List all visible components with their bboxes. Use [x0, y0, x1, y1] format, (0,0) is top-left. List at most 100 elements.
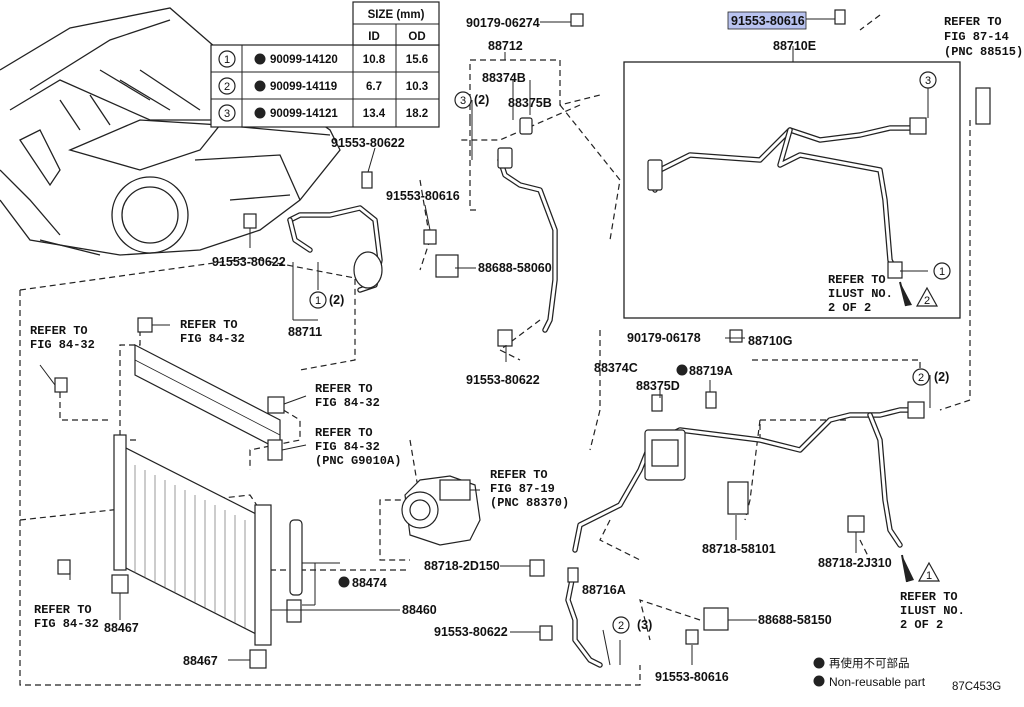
row-id: 6.7 — [366, 81, 382, 93]
refer-line: REFER TO — [490, 468, 548, 482]
refer-fig-84-32-mid[interactable]: REFER TO FIG 84-32 — [315, 382, 380, 410]
refer-line: FIG 84-32 — [180, 332, 245, 346]
part-label-88374B[interactable]: 88374B — [482, 71, 526, 85]
non-reusable-dot-icon — [338, 576, 350, 588]
refer-line: REFER TO — [828, 273, 886, 287]
bushing-icon — [137, 317, 153, 333]
part-label-88719A[interactable]: 88719A — [689, 364, 733, 378]
bushing-icon — [267, 396, 285, 414]
valve-icon — [705, 391, 717, 409]
circle-number: 2 — [918, 372, 924, 384]
size-table-header: SIZE (mm) — [368, 9, 425, 21]
part-label-88467[interactable]: 88467 — [104, 621, 139, 635]
part-label-90179-06178[interactable]: 90179-06178 — [627, 331, 701, 345]
size-table-row: 3 90099-14121 13.4 18.2 — [218, 104, 428, 122]
row-number: 3 — [224, 108, 230, 120]
refer-line: FIG 84-32 — [315, 440, 380, 454]
part-label-88711[interactable]: 88711 — [288, 325, 322, 339]
dashed-group-lines — [19, 14, 971, 686]
qty-label: (2) — [474, 93, 489, 107]
row-od: 18.2 — [406, 108, 428, 120]
part-label-90179-06274[interactable]: 90179-06274 — [466, 16, 540, 30]
row-part-number[interactable]: 90099-14119 — [270, 81, 337, 93]
part-label-88375D[interactable]: 88375D — [636, 379, 680, 393]
part-label-91553-80622[interactable]: 91553-80622 — [466, 373, 540, 387]
row-part-number[interactable]: 90099-14121 — [270, 108, 338, 120]
refer-line: FIG 84-32 — [315, 396, 380, 410]
row-id: 10.8 — [363, 54, 386, 66]
part-label-88710G[interactable]: 88710G — [748, 334, 792, 348]
pipe-88710G[interactable] — [572, 401, 925, 553]
part-label-88718-58101[interactable]: 88718-58101 — [702, 542, 776, 556]
pipe-88712[interactable] — [497, 117, 558, 333]
non-reusable-dot-icon — [254, 53, 266, 65]
qty-label: (2) — [934, 370, 949, 384]
part-labels: 90179-06274 88712 88374B 88375B 91553-80… — [104, 11, 892, 684]
bolt-icon — [834, 9, 846, 25]
part-label-88688-58150[interactable]: 88688-58150 — [758, 613, 832, 627]
size-table-row: 1 90099-14120 10.8 15.6 — [218, 50, 428, 68]
part-label-88718-2J310[interactable]: 88718-2J310 — [818, 556, 892, 570]
refer-line: FIG 87-19 — [490, 482, 555, 496]
refer-fig-87-14[interactable]: REFER TO FIG 87-14 (PNC 88515) — [944, 15, 1023, 59]
leader-lines — [39, 18, 931, 666]
warning-triangle-icon — [917, 561, 941, 582]
non-reusable-dot-icon — [813, 657, 825, 669]
bushing-icon — [111, 574, 129, 594]
part-label-88474[interactable]: 88474 — [352, 576, 387, 590]
refer-fig-84-32-g9010a[interactable]: REFER TO FIG 84-32 (PNC G9010A) — [315, 426, 401, 468]
refer-fig-87-19[interactable]: REFER TO FIG 87-19 (PNC 88370) — [490, 468, 569, 510]
bolt-icon — [685, 629, 699, 645]
clamp-icon — [847, 515, 865, 533]
compressor[interactable] — [401, 475, 481, 546]
pipe-88710E[interactable] — [647, 117, 927, 279]
part-label-91553-80622[interactable]: 91553-80622 — [212, 255, 286, 269]
part-label-88718-2D150[interactable]: 88718-2D150 — [424, 559, 500, 573]
part-label-91553-80616[interactable]: 91553-80616 — [386, 189, 460, 203]
condenser-88460[interactable] — [113, 344, 303, 646]
size-table-col-id: ID — [368, 31, 380, 43]
refer-line: REFER TO — [180, 318, 238, 332]
part-label-88467[interactable]: 88467 — [183, 654, 218, 668]
bolt-icon — [57, 559, 71, 575]
refer-line: REFER TO — [315, 382, 373, 396]
bolt-icon — [570, 13, 584, 27]
bolt-icon — [729, 329, 743, 343]
refer-fig-84-32-left[interactable]: REFER TO FIG 84-32 — [30, 324, 95, 352]
valve-icon — [651, 394, 663, 412]
part-label-88716A[interactable]: 88716A — [582, 583, 626, 597]
refer-line: FIG 87-14 — [944, 30, 1009, 44]
refer-line: REFER TO — [944, 15, 1002, 29]
part-label-91553-80616[interactable]: 91553-80616 — [655, 670, 729, 684]
refer-fig-84-32-top[interactable]: REFER TO FIG 84-32 — [180, 318, 245, 346]
part-label-88712[interactable]: 88712 — [488, 39, 523, 53]
refer-ilust-2of2-upper[interactable]: REFER TO ILUST NO. 2 OF 2 — [828, 273, 893, 315]
part-label-88710E[interactable]: 88710E — [773, 39, 816, 53]
part-label-91553-80622[interactable]: 91553-80622 — [434, 625, 508, 639]
pipe-88716A[interactable] — [565, 577, 603, 668]
refer-line: REFER TO — [315, 426, 373, 440]
bracket-icon — [267, 439, 283, 461]
triangle-number: 1 — [926, 570, 932, 582]
refer-line: REFER TO — [30, 324, 88, 338]
legend: 再使用不可部品 Non-reusable part — [813, 656, 926, 689]
refer-ilust-2of2-lower[interactable]: REFER TO ILUST NO. 2 OF 2 — [900, 590, 965, 632]
refer-fig-84-32-bottom[interactable]: REFER TO FIG 84-32 — [34, 603, 99, 631]
row-part-number[interactable]: 90099-14120 — [270, 54, 338, 66]
part-label-91553-80616-highlighted[interactable]: 91553-80616 — [731, 14, 805, 28]
part-label-88688-58060[interactable]: 88688-58060 — [478, 261, 552, 275]
part-label-88460[interactable]: 88460 — [402, 603, 437, 617]
row-number: 1 — [224, 54, 230, 66]
bolt-icon — [423, 229, 437, 245]
bolt-icon — [361, 171, 373, 189]
part-label-91553-80622[interactable]: 91553-80622 — [331, 136, 405, 150]
part-label-88374C[interactable]: 88374C — [594, 361, 638, 375]
legend-en: Non-reusable part — [829, 675, 926, 689]
part-label-88375B[interactable]: 88375B — [508, 96, 552, 110]
clamp-icon — [727, 481, 749, 515]
circle-number: 1 — [939, 266, 945, 278]
box-88710E — [623, 61, 961, 319]
pipe-88711[interactable] — [287, 205, 383, 293]
refer-line: (PNC 88515) — [944, 45, 1023, 59]
non-reusable-dot-icon — [254, 107, 266, 119]
